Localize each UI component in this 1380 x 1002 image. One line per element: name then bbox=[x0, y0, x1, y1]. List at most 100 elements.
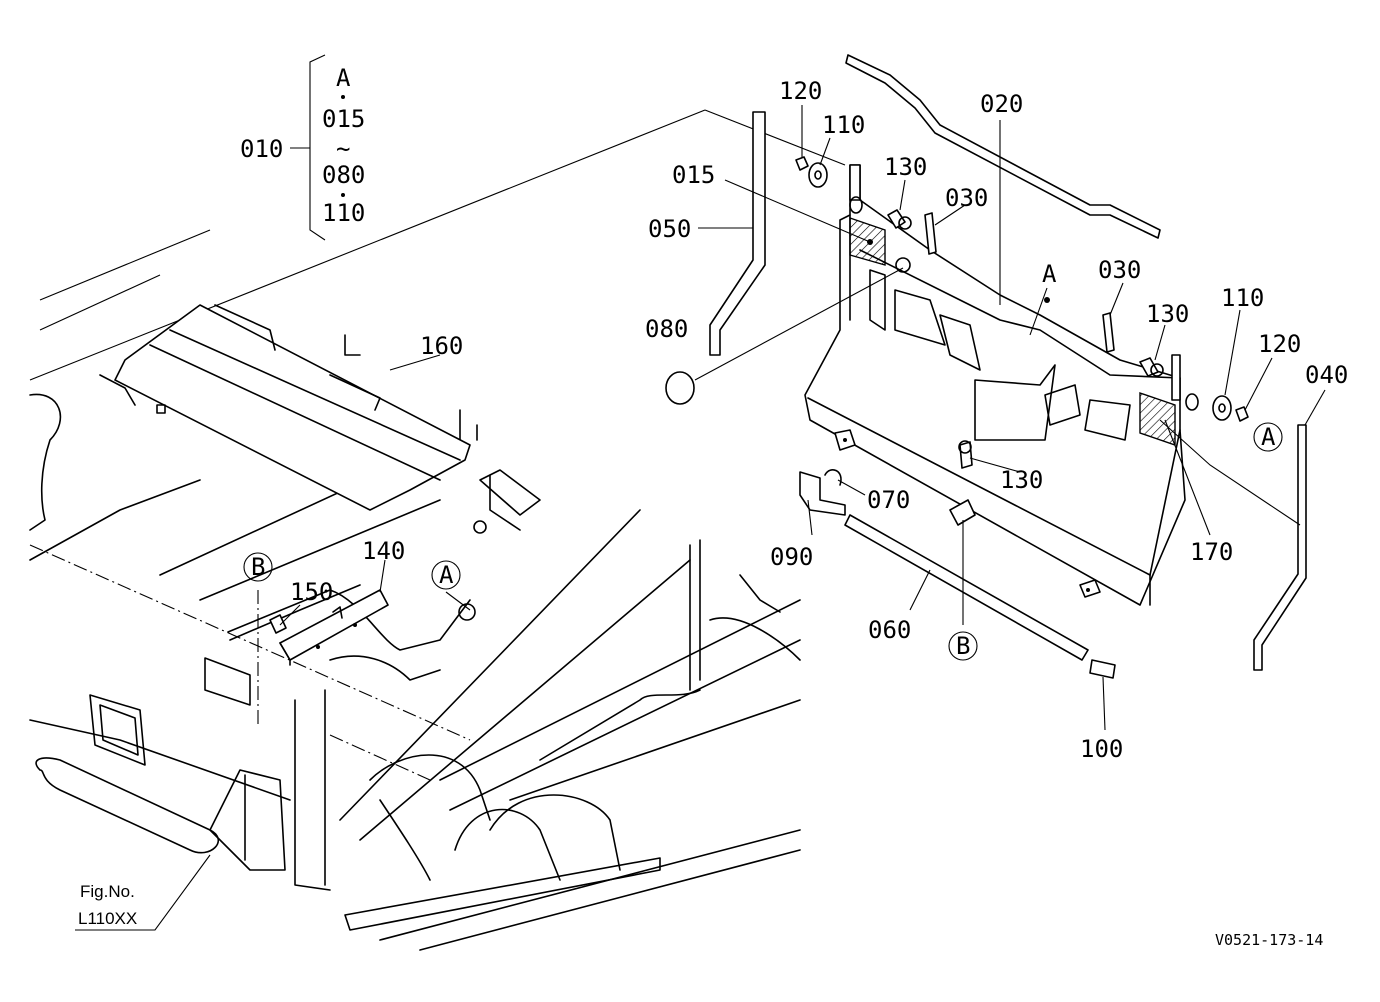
legend-bracket bbox=[309, 54, 326, 241]
washer bbox=[458, 603, 476, 621]
leader bbox=[1159, 419, 1301, 526]
body-top-curve bbox=[227, 589, 471, 651]
mount-plate bbox=[204, 657, 251, 706]
leader bbox=[445, 591, 471, 611]
tractor-body bbox=[29, 109, 846, 951]
washer-110-right bbox=[1212, 395, 1232, 421]
callout-160: 160 bbox=[420, 332, 463, 360]
cap-120-left bbox=[795, 156, 809, 171]
leader bbox=[1154, 324, 1166, 361]
housing-curve bbox=[709, 617, 801, 661]
callout-130: 130 bbox=[1146, 300, 1189, 328]
cover-flap bbox=[214, 304, 276, 351]
callout-a-panel: A bbox=[1042, 260, 1057, 288]
panel-slot bbox=[869, 269, 886, 331]
part-150-bolt bbox=[269, 614, 287, 634]
column-left bbox=[294, 699, 331, 891]
leader bbox=[279, 604, 301, 626]
body-guide-line bbox=[704, 109, 846, 166]
block-100 bbox=[1089, 659, 1116, 679]
rod-020 bbox=[845, 54, 1161, 239]
panel-top-edge bbox=[859, 249, 1181, 379]
figure-info: Fig.No. L110XX V0521-173-14 bbox=[78, 882, 1323, 949]
leader bbox=[75, 854, 211, 931]
bracket-hole bbox=[353, 623, 357, 627]
tab-eye bbox=[1185, 393, 1199, 411]
cover-hole bbox=[156, 404, 166, 414]
leader bbox=[1029, 287, 1048, 336]
callout-150: 150 bbox=[290, 578, 333, 606]
foot-hole bbox=[1086, 588, 1090, 592]
cover-rib bbox=[169, 329, 461, 461]
leader bbox=[837, 479, 866, 496]
housing-curve bbox=[489, 794, 621, 871]
panel-cutout bbox=[1044, 384, 1081, 426]
leader bbox=[807, 499, 813, 536]
center-bracket bbox=[479, 469, 541, 516]
panel-tab bbox=[849, 164, 861, 201]
frame-diagonal bbox=[339, 509, 641, 821]
bar-040 bbox=[1253, 424, 1307, 671]
foot-hole bbox=[843, 438, 847, 442]
bracket-b bbox=[949, 499, 976, 526]
callout-020: 020 bbox=[980, 90, 1023, 118]
washer-hole bbox=[1218, 403, 1226, 413]
plug-080 bbox=[665, 371, 695, 405]
center-bracket-edge bbox=[489, 474, 521, 531]
leader bbox=[969, 457, 1021, 473]
leader bbox=[1164, 419, 1211, 536]
ref-circle-b-left-label: B bbox=[251, 553, 265, 581]
bar-060 bbox=[844, 514, 1089, 661]
pin-030-right bbox=[1102, 312, 1115, 353]
centerline bbox=[29, 544, 471, 741]
legend-item-110: 110 bbox=[322, 199, 365, 227]
callout-110: 110 bbox=[1221, 284, 1264, 312]
housing-curve bbox=[369, 754, 491, 821]
leader bbox=[379, 559, 386, 593]
drawing-code: V0521-173-14 bbox=[1215, 931, 1323, 949]
body-window-inner bbox=[99, 704, 139, 756]
leader-dashed bbox=[329, 734, 431, 781]
leader bbox=[1304, 389, 1326, 426]
rail-bar bbox=[344, 857, 661, 931]
frame-edge bbox=[539, 689, 701, 761]
ref-circle-b-right-label: B bbox=[956, 632, 970, 660]
callout-110: 110 bbox=[822, 111, 865, 139]
frame-line bbox=[379, 829, 801, 941]
callout-090: 090 bbox=[770, 543, 813, 571]
leader bbox=[724, 179, 871, 243]
part-040-bar bbox=[1253, 424, 1307, 671]
callout-015: 015 bbox=[672, 161, 715, 189]
frame-diagonal bbox=[359, 559, 691, 841]
panel-foot bbox=[1079, 579, 1101, 598]
bolt-130-right bbox=[1139, 357, 1159, 377]
fig-number: L110XX bbox=[78, 909, 137, 928]
legend-main-label: 010 bbox=[240, 135, 283, 163]
bracket-tab bbox=[332, 606, 343, 619]
body-edge bbox=[39, 274, 161, 331]
body-top-curve bbox=[329, 655, 441, 681]
ref-circle-b-left bbox=[243, 552, 273, 582]
hook bbox=[344, 334, 361, 356]
legend-dot bbox=[341, 193, 345, 197]
part-020-rod bbox=[845, 54, 1161, 239]
clip-070 bbox=[824, 469, 842, 486]
panel-cutout bbox=[939, 314, 981, 371]
panel-lower-edge bbox=[807, 397, 1151, 576]
leader bbox=[1244, 357, 1273, 411]
panel-duct bbox=[974, 364, 1056, 441]
leader bbox=[909, 569, 931, 611]
callout-140: 140 bbox=[362, 537, 405, 565]
leader bbox=[934, 204, 966, 226]
ref-circle-a-left bbox=[431, 560, 461, 590]
nut bbox=[473, 520, 487, 534]
cover-rib bbox=[149, 344, 441, 481]
clip bbox=[739, 574, 781, 613]
panel-cutout bbox=[1084, 399, 1131, 441]
ref-circle-a-right bbox=[1253, 422, 1283, 452]
cover-plate bbox=[114, 304, 471, 511]
cap-120-right bbox=[1235, 406, 1249, 422]
housing-curve bbox=[454, 808, 561, 881]
callout-labels: 120 110 020 015 130 030 050 A 030 080 13… bbox=[290, 77, 1348, 763]
ref-circle-a-left-label: A bbox=[439, 561, 454, 589]
